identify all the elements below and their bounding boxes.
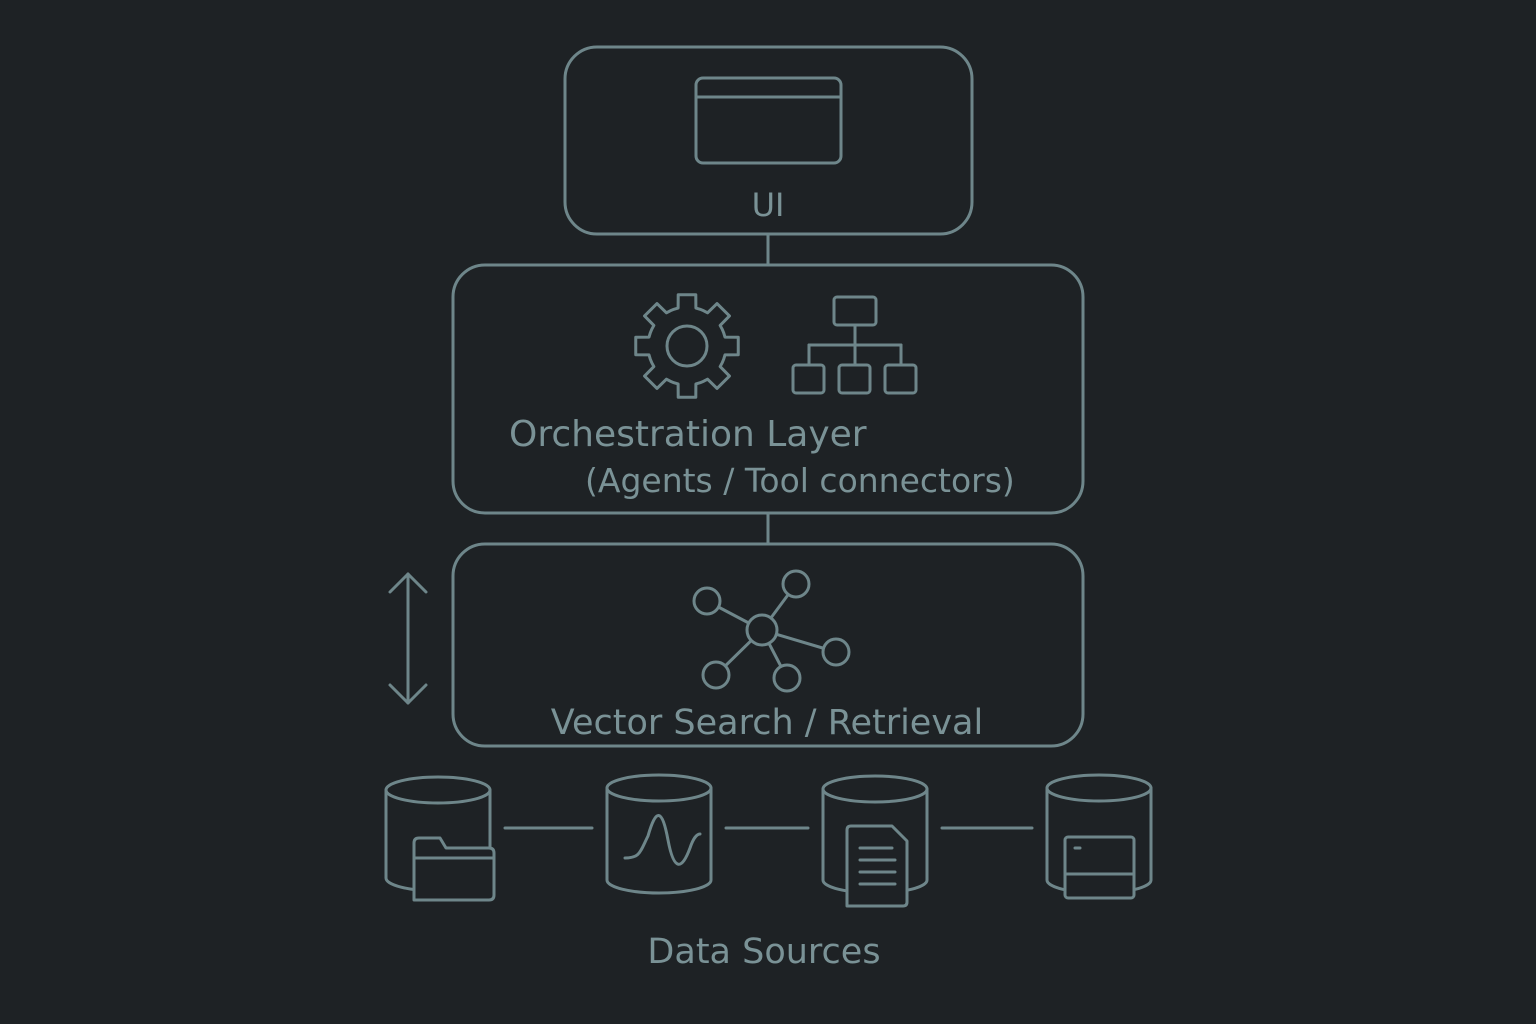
- ui-layer-label: UI: [752, 186, 785, 224]
- network-graph-icon: [692, 569, 851, 693]
- gear-icon: [634, 293, 740, 399]
- hierarchy-icon: [791, 295, 918, 395]
- orchestration-layer-label: Orchestration Layer: [509, 414, 867, 455]
- folder-database-icon: [384, 775, 496, 902]
- orchestration-layer-sublabel: (Agents / Tool connectors): [585, 461, 1015, 500]
- vector-search-layer-label: Vector Search / Retrieval: [551, 703, 983, 743]
- data-sources-label: Data Sources: [647, 932, 880, 972]
- bidirectional-arrow-icon: [388, 572, 428, 705]
- waveform-database-icon: [605, 773, 713, 895]
- document-database-icon: [821, 774, 929, 908]
- window-database-icon: [1045, 773, 1153, 900]
- browser-window-icon: [694, 76, 843, 165]
- vector-search-layer-box: [451, 542, 1085, 748]
